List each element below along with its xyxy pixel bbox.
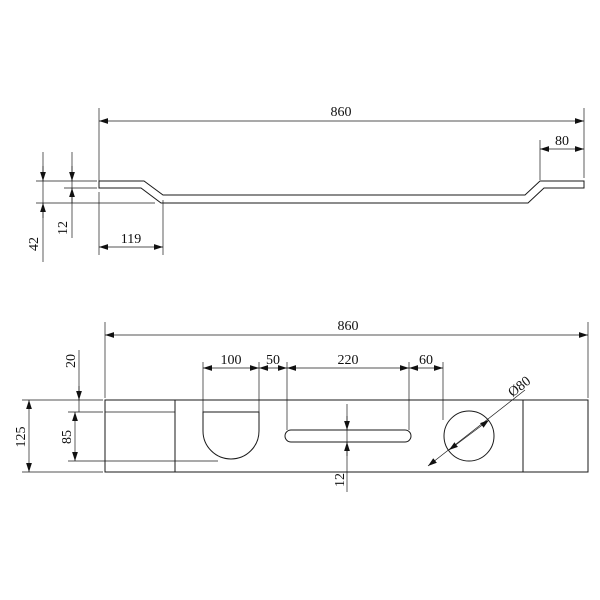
dim-label-side-height: 42 — [27, 237, 42, 251]
dim-label-top-overall: 860 — [338, 319, 359, 334]
dim-label-inner-width: 85 — [60, 430, 75, 444]
dim-label-cutout-width: 100 — [221, 353, 242, 368]
center-slot — [284, 429, 412, 443]
side-view: 860 80 119 42 12 — [27, 105, 585, 262]
round-hole — [443, 410, 495, 462]
side-view-profile — [98, 180, 585, 204]
dim-line-hole-diameter — [427, 389, 526, 467]
dim-label-top-width: 125 — [14, 427, 29, 448]
dim-label-gap-2: 60 — [419, 353, 433, 368]
top-view: 860 100 50 220 60 Ø80 125 20 — [14, 319, 589, 492]
dim-label-end-flat: 80 — [555, 134, 569, 149]
dim-label-slot-width: 12 — [333, 473, 348, 487]
top-view-outline — [104, 399, 589, 473]
dim-label-thickness: 12 — [56, 221, 71, 235]
u-cutout — [202, 411, 260, 460]
dim-label-side-overall: 860 — [331, 105, 352, 120]
dim-label-hole-diameter: Ø80 — [506, 374, 534, 401]
dim-label-gap-1: 50 — [266, 353, 280, 368]
dim-label-slot-length: 220 — [338, 353, 359, 368]
dim-label-bend-start: 119 — [121, 232, 141, 247]
dim-label-edge-offset: 20 — [64, 354, 79, 368]
